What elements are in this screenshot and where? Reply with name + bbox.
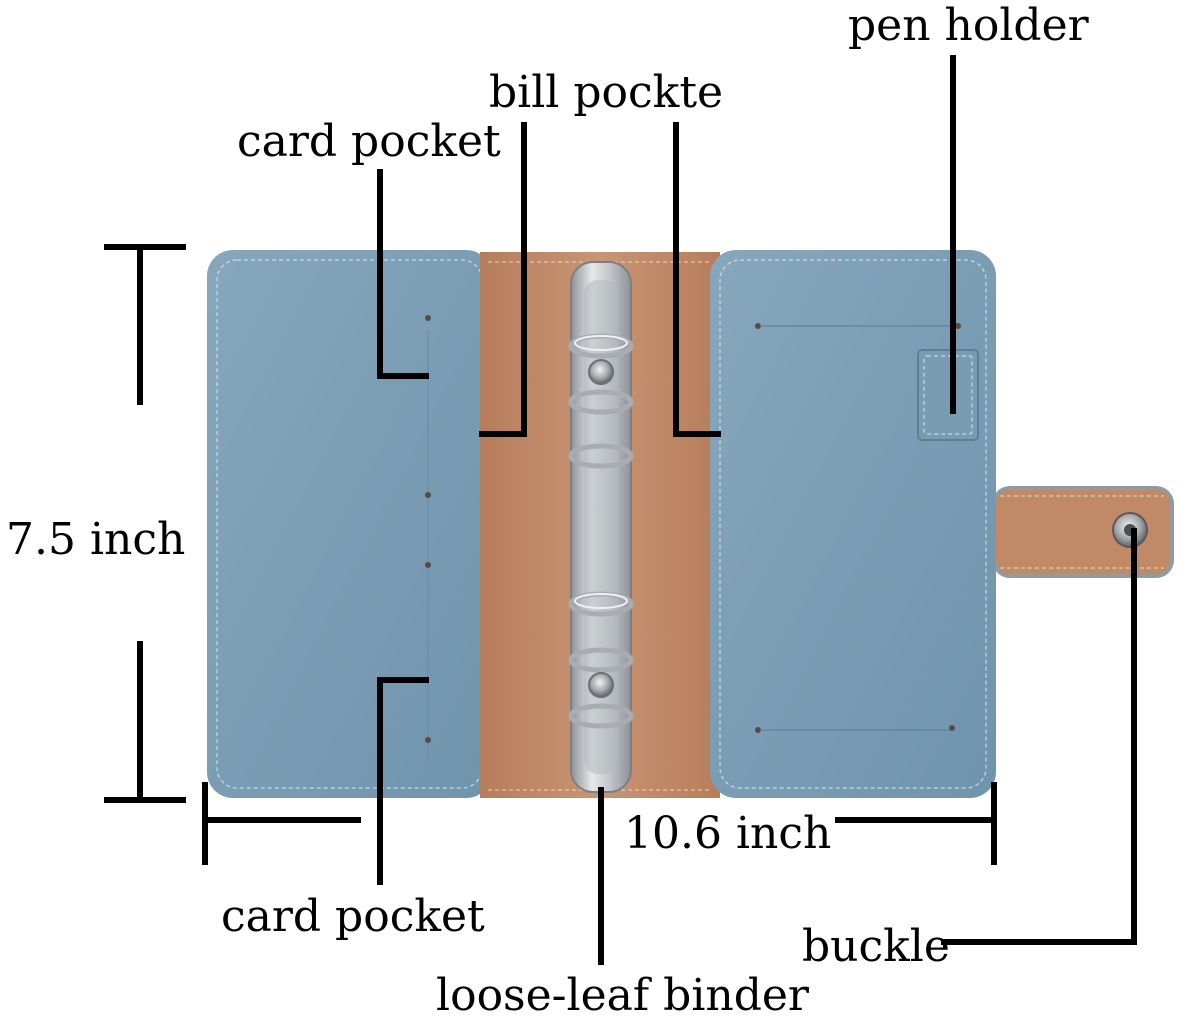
left-cover: [207, 250, 492, 798]
card-pocket-top-leader: [377, 169, 429, 379]
pen-holder-label: pen holder: [848, 0, 1090, 51]
right-cover: [710, 250, 996, 798]
card-pocket-top-label: card pocket: [237, 116, 501, 167]
snap-button-icon: [1112, 512, 1148, 548]
bill-pocket-leader-right: [673, 122, 721, 437]
leader-lines: [377, 55, 1137, 965]
binder-label: loose-leaf binder: [436, 970, 810, 1017]
card-pocket-bottom-leader: [377, 677, 429, 885]
bill-pocket-leader-left: [479, 122, 527, 437]
buckle-leader: [941, 528, 1137, 945]
bill-pocket-label: bill pockte: [489, 67, 723, 118]
width-dimension-marker: [202, 782, 997, 865]
buckle-label: buckle: [802, 921, 950, 972]
card-pocket-bottom-label: card pocket: [221, 891, 485, 942]
height-dimension-marker: [104, 244, 186, 803]
planner: [207, 250, 1174, 798]
width-label: 10.6 inch: [624, 808, 831, 859]
ring-binder-icon: [568, 261, 634, 793]
pen-holder-loop: [917, 349, 979, 441]
height-label: 7.5 inch: [6, 514, 185, 565]
